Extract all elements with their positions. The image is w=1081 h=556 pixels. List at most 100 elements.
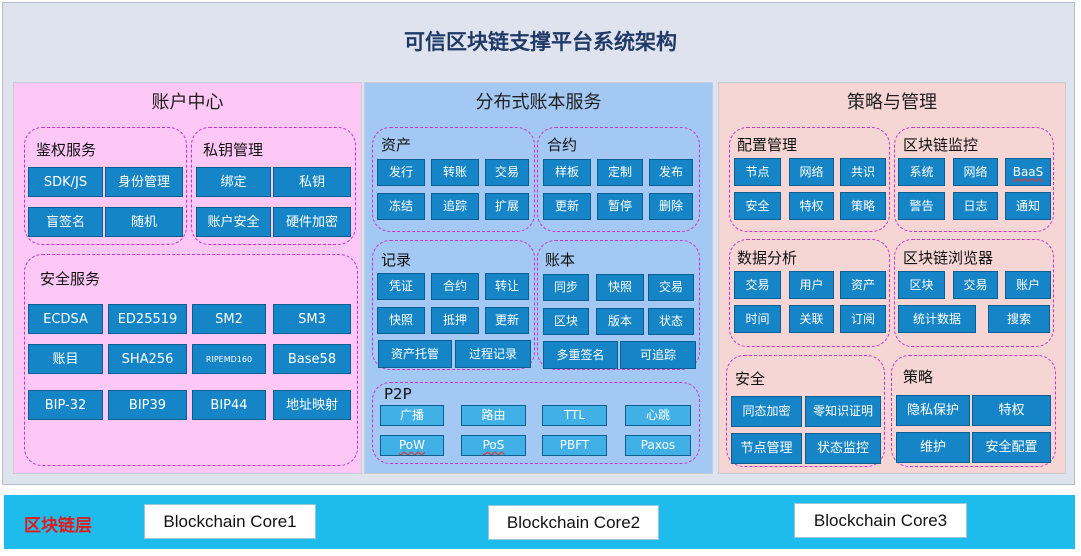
bip39-button[interactable]: BIP39 bbox=[108, 390, 187, 420]
monitor-network-button[interactable]: 网络 bbox=[953, 158, 998, 186]
statistics-button[interactable]: 统计数据 bbox=[898, 305, 976, 333]
pos-button[interactable]: PoS bbox=[461, 435, 526, 456]
sdk-js-button[interactable]: SDK/JS bbox=[28, 167, 103, 197]
user-button[interactable]: 用户 bbox=[789, 271, 834, 299]
blockchain-core3[interactable]: Blockchain Core3 bbox=[794, 503, 967, 538]
version-button[interactable]: 版本 bbox=[596, 308, 644, 335]
baas-label: BaaS bbox=[1012, 164, 1044, 179]
node-button[interactable]: 节点 bbox=[734, 158, 781, 186]
security-config-button[interactable]: 安全配置 bbox=[972, 432, 1051, 463]
account-security-button[interactable]: 账户安全 bbox=[196, 207, 271, 237]
config-management-group bbox=[729, 127, 890, 232]
correlation-button[interactable]: 关联 bbox=[789, 305, 834, 333]
config-security-button[interactable]: 安全 bbox=[734, 192, 781, 220]
policy-security-group bbox=[726, 355, 885, 467]
record-contract-button[interactable]: 合约 bbox=[431, 273, 479, 300]
browser-block-button[interactable]: 区块 bbox=[898, 271, 945, 299]
strategy-privilege-button[interactable]: 特权 bbox=[972, 395, 1051, 426]
transfer-button[interactable]: 转账 bbox=[431, 159, 479, 186]
multisig-button[interactable]: 多重签名 bbox=[543, 341, 618, 369]
process-record-button[interactable]: 过程记录 bbox=[455, 340, 531, 368]
book-snapshot-button[interactable]: 快照 bbox=[596, 274, 644, 301]
voucher-button[interactable]: 凭证 bbox=[377, 273, 425, 300]
auth-service-title: 鉴权服务 bbox=[36, 141, 97, 159]
trade-button[interactable]: 交易 bbox=[485, 159, 529, 186]
bip44-button[interactable]: BIP44 bbox=[192, 390, 266, 420]
time-button[interactable]: 时间 bbox=[734, 305, 781, 333]
blockchain-core1[interactable]: Blockchain Core1 bbox=[144, 504, 316, 539]
hardware-encryption-button[interactable]: 硬件加密 bbox=[273, 207, 351, 237]
book-trade-button[interactable]: 交易 bbox=[648, 274, 694, 301]
state-monitor-button[interactable]: 状态监控 bbox=[805, 433, 881, 464]
ledger-item-button[interactable]: 账目 bbox=[28, 344, 103, 374]
publish-button[interactable]: 发布 bbox=[649, 159, 693, 186]
baas-button[interactable]: BaaS bbox=[1005, 158, 1051, 186]
delete-button[interactable]: 删除 bbox=[649, 193, 693, 220]
sync-button[interactable]: 同步 bbox=[543, 274, 589, 301]
blind-signature-button[interactable]: 盲签名 bbox=[28, 207, 103, 237]
state-button[interactable]: 状态 bbox=[648, 308, 694, 335]
broadcast-button[interactable]: 广播 bbox=[380, 405, 444, 426]
block-button[interactable]: 区块 bbox=[543, 308, 589, 335]
bind-button[interactable]: 绑定 bbox=[196, 167, 271, 197]
traceable-button[interactable]: 可追踪 bbox=[620, 341, 696, 369]
bip32-button[interactable]: BIP-32 bbox=[28, 390, 103, 420]
system-button[interactable]: 系统 bbox=[898, 158, 945, 186]
browser-trade-button[interactable]: 交易 bbox=[953, 271, 998, 299]
template-button[interactable]: 样板 bbox=[543, 159, 591, 186]
address-mapping-button[interactable]: 地址映射 bbox=[273, 390, 351, 420]
privacy-protection-button[interactable]: 隐私保护 bbox=[896, 395, 970, 426]
log-button[interactable]: 日志 bbox=[953, 192, 998, 220]
config-management-title: 配置管理 bbox=[737, 136, 798, 154]
track-button[interactable]: 追踪 bbox=[431, 193, 479, 220]
asset-custody-button[interactable]: 资产托管 bbox=[378, 340, 452, 368]
search-button[interactable]: 搜索 bbox=[988, 305, 1050, 333]
config-network-button[interactable]: 网络 bbox=[789, 158, 834, 186]
paxos-button[interactable]: Paxos bbox=[625, 435, 691, 456]
subscribe-button[interactable]: 订阅 bbox=[840, 305, 886, 333]
pause-button[interactable]: 暂停 bbox=[597, 193, 643, 220]
ripemd160-button[interactable]: RIPEMD160 bbox=[192, 344, 266, 374]
routing-button[interactable]: 路由 bbox=[461, 405, 526, 426]
zero-knowledge-proof-button[interactable]: 零知识证明 bbox=[805, 396, 881, 427]
freeze-button[interactable]: 冻结 bbox=[377, 193, 425, 220]
private-key-button[interactable]: 私钥 bbox=[273, 167, 351, 197]
mortgage-button[interactable]: 抵押 bbox=[431, 307, 479, 334]
ttl-button[interactable]: TTL bbox=[542, 405, 607, 426]
analysis-asset-button[interactable]: 资产 bbox=[840, 271, 886, 299]
maintenance-button[interactable]: 维护 bbox=[896, 432, 970, 463]
chain-browser-title: 区块链浏览器 bbox=[903, 249, 994, 267]
ed25519-button[interactable]: ED25519 bbox=[108, 304, 187, 334]
node-management-button[interactable]: 节点管理 bbox=[731, 433, 802, 464]
pbft-button[interactable]: PBFT bbox=[542, 435, 607, 456]
sm3-button[interactable]: SM3 bbox=[273, 304, 351, 334]
config-strategy-button[interactable]: 策略 bbox=[840, 192, 886, 220]
customize-button[interactable]: 定制 bbox=[597, 159, 643, 186]
pow-button[interactable]: PoW bbox=[380, 435, 444, 456]
alert-button[interactable]: 警告 bbox=[898, 192, 945, 220]
ecdsa-button[interactable]: ECDSA bbox=[28, 304, 103, 334]
base58-button[interactable]: Base58 bbox=[273, 344, 351, 374]
analysis-trade-button[interactable]: 交易 bbox=[734, 271, 781, 299]
homomorphic-encryption-button[interactable]: 同态加密 bbox=[731, 396, 802, 427]
identity-management-button[interactable]: 身份管理 bbox=[105, 167, 183, 197]
assign-button[interactable]: 转让 bbox=[485, 273, 529, 300]
chain-monitor-group bbox=[894, 127, 1054, 232]
browser-account-button[interactable]: 账户 bbox=[1005, 271, 1051, 299]
notify-button[interactable]: 通知 bbox=[1005, 192, 1051, 220]
issue-button[interactable]: 发行 bbox=[377, 159, 425, 186]
random-button[interactable]: 随机 bbox=[105, 207, 183, 237]
contract-group bbox=[537, 127, 700, 232]
blockchain-layer-label: 区块链层 bbox=[24, 516, 92, 536]
asset-group bbox=[372, 127, 535, 232]
consensus-button[interactable]: 共识 bbox=[840, 158, 886, 186]
record-snapshot-button[interactable]: 快照 bbox=[377, 307, 425, 334]
extend-button[interactable]: 扩展 bbox=[485, 193, 529, 220]
sm2-button[interactable]: SM2 bbox=[192, 304, 266, 334]
record-update-button[interactable]: 更新 bbox=[485, 307, 529, 334]
contract-update-button[interactable]: 更新 bbox=[543, 193, 591, 220]
sha256-button[interactable]: SHA256 bbox=[108, 344, 187, 374]
blockchain-core2[interactable]: Blockchain Core2 bbox=[488, 505, 659, 540]
config-privilege-button[interactable]: 特权 bbox=[789, 192, 834, 220]
heartbeat-button[interactable]: 心跳 bbox=[625, 405, 691, 426]
